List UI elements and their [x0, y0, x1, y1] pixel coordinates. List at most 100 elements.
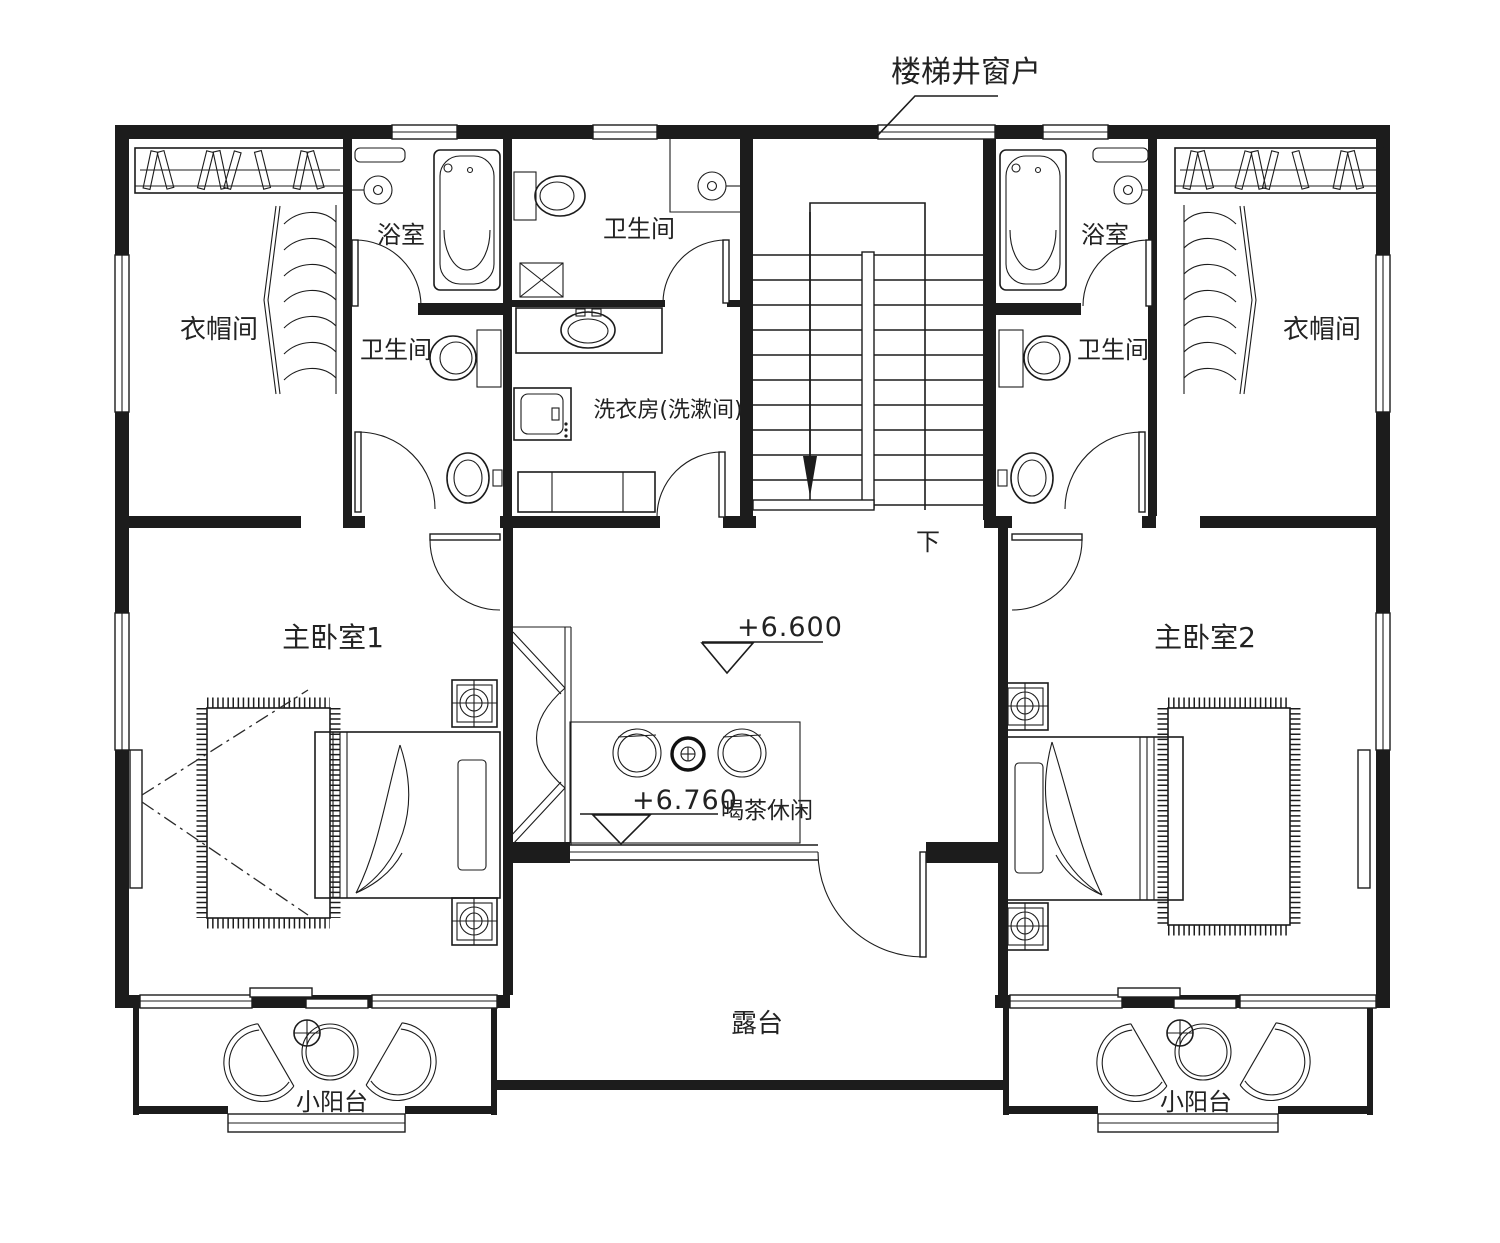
elevation-hall-value: +6.600 [737, 612, 843, 643]
sliding-door-balcony-right [1117, 987, 1237, 1009]
bedroom-2-furniture [1002, 682, 1371, 951]
pillow-icon [1014, 762, 1044, 874]
bedroom-2-label: 主卧室2 [1154, 621, 1256, 654]
window-bedroom2-balcony-left [1009, 994, 1123, 1009]
toilet-left-fixtures [429, 329, 503, 504]
windows [114, 124, 1391, 1009]
sink-icon [446, 452, 503, 504]
patio-chair-icon [1239, 1022, 1311, 1102]
shower-head-icon [697, 171, 727, 201]
bath-right-label: 浴室 [1081, 221, 1129, 249]
elevation-marker-hall [700, 641, 823, 675]
door-toilet-center [662, 239, 730, 304]
door-bath-right [1082, 239, 1153, 307]
toilet-icon [513, 171, 586, 221]
closet-right-label: 衣帽间 [1283, 315, 1361, 345]
hanging-clothes-icon [1182, 149, 1365, 191]
chair-icon [612, 728, 662, 778]
closet-left-fixtures [134, 147, 346, 395]
window-left-1 [114, 254, 130, 413]
door-bedroom-2 [1011, 533, 1083, 611]
window-top-3 [1042, 124, 1109, 140]
door-bath-left [351, 239, 422, 307]
door-toilet-right [1064, 431, 1146, 513]
stairwell-window-leader [877, 95, 998, 136]
toilet-right-label: 卫生间 [1077, 336, 1149, 364]
towel-shelf-icon [354, 147, 406, 163]
closet-right-fixtures [1174, 147, 1384, 395]
window-bedroom2-balcony-right [1239, 994, 1377, 1009]
window-right-2 [1375, 612, 1391, 751]
door-toilet-left [354, 431, 436, 513]
elevation-marker-tea [580, 813, 718, 846]
closet-left-label: 衣帽间 [180, 315, 258, 345]
toilet-icon [998, 329, 1071, 388]
stair-down-label: 下 [916, 528, 940, 556]
elevation-tea-value: +6.760 [632, 785, 738, 816]
walls [115, 125, 1390, 1090]
patio-table-icon [1166, 1019, 1232, 1081]
nightstand-lamp-icon [451, 679, 498, 728]
stairwell-window-label: 楼梯井窗户 [891, 55, 1041, 90]
terrace-label: 露台 [731, 1009, 783, 1039]
washing-machine-icon [513, 387, 572, 441]
round-table-icon [670, 736, 706, 772]
bath-left-label: 浴室 [377, 221, 425, 249]
door-bedroom-1 [429, 533, 501, 611]
sink-icon [997, 452, 1054, 504]
door-terrace [817, 851, 927, 958]
tea-area-label: 喝茶休闲 [721, 798, 813, 824]
window-bedroom1-balcony-left [139, 994, 253, 1009]
bedroom-1-furniture [129, 679, 501, 946]
door-laundry [656, 451, 726, 518]
toilet-center-label: 卫生间 [603, 215, 675, 243]
hall-and-tea-area [508, 626, 818, 861]
blanket-icon [355, 744, 410, 894]
window-top-2 [592, 124, 658, 140]
blanket-icon [1045, 741, 1103, 896]
balcony-right-label: 小阳台 [1160, 1088, 1232, 1116]
stair-direction-arrow [803, 212, 817, 497]
window-left-2 [114, 612, 130, 751]
sliding-door-balcony-left [249, 987, 369, 1009]
towel-shelf-icon [1092, 147, 1149, 163]
window-top-1 [391, 124, 458, 140]
laundry-label: 洗衣房(洗漱间) [593, 398, 742, 423]
labels: 楼梯井窗户 衣帽间 浴室 卫生间 卫生间 洗衣房(洗漱间) 浴室 卫生间 衣帽间… [180, 55, 1361, 1116]
nightstand-lamp-icon [1002, 682, 1049, 731]
patio-chair-icon [1096, 1023, 1168, 1103]
toilet-icon [429, 329, 502, 388]
balcony-left-structure [133, 1008, 497, 1133]
patio-chair-icon [365, 1022, 437, 1102]
doors [351, 239, 1153, 958]
stairwell-window [877, 124, 996, 140]
chair-icon [717, 728, 767, 778]
swing-reference-lines [141, 689, 309, 916]
bedroom-1-label: 主卧室1 [282, 621, 384, 654]
balcony-left-label: 小阳台 [296, 1088, 368, 1116]
window-right-1 [1375, 254, 1391, 413]
wall-mirror-icon [129, 749, 143, 889]
bay-niche-detail [508, 626, 572, 845]
pillow-icon [457, 759, 487, 871]
wall-mirror-icon [1357, 749, 1371, 889]
staircase [752, 202, 983, 511]
bath-left-fixtures [352, 147, 501, 291]
patio-chair-icon [223, 1023, 295, 1103]
wardrobe-hooks-icon [1183, 205, 1257, 395]
shower-head-icon [1113, 175, 1154, 205]
laundry-counter [515, 307, 663, 354]
nightstand-lamp-icon [1002, 902, 1049, 951]
window-bedroom1-balcony-right [371, 994, 498, 1009]
balcony-right-structure [1003, 1008, 1373, 1133]
shower-head-icon [352, 175, 393, 205]
rug-icon [1157, 697, 1301, 936]
laundry-fixtures [513, 307, 663, 513]
corner-shower [669, 139, 740, 213]
hanging-clothes-icon [142, 149, 325, 191]
toilet-right-fixtures [997, 329, 1071, 504]
bathtub-icon [433, 149, 501, 291]
bed-icon [1002, 736, 1184, 901]
